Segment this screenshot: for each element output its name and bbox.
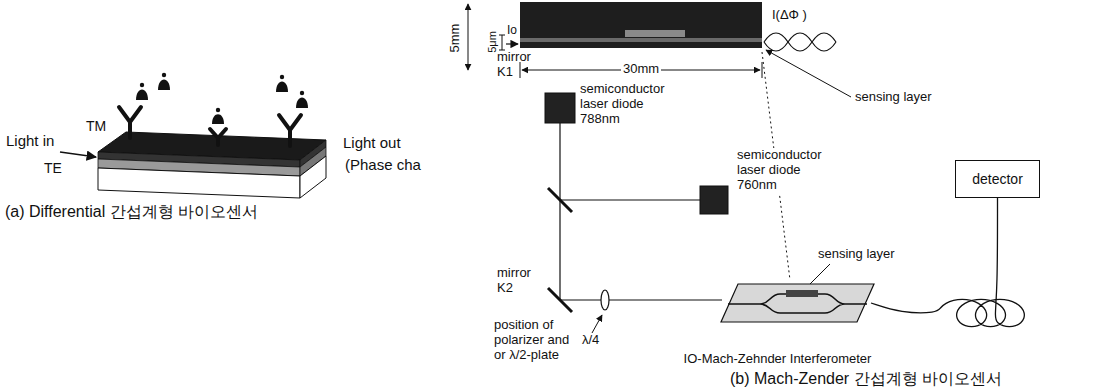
output-wave — [764, 33, 836, 51]
label: TE — [44, 160, 62, 176]
lens — [601, 290, 609, 310]
dimension-line — [468, 4, 469, 70]
antibody — [210, 129, 226, 145]
leader-line — [592, 315, 602, 333]
optical-fiber — [871, 198, 1024, 327]
antigen — [296, 98, 308, 109]
device-label: IO-Mach-Zehnder Interferometer — [684, 351, 872, 366]
input-light-arrow — [506, 43, 518, 44]
box-label: detector — [972, 171, 1023, 187]
antigen — [140, 83, 144, 87]
substrate-side — [300, 156, 326, 198]
label: position of polarizer and or λ/2-plate — [494, 318, 578, 363]
antigen — [300, 91, 304, 95]
antibody — [279, 115, 301, 146]
label: I(ΔΦ ) — [772, 8, 807, 23]
label: Light in — [6, 132, 54, 149]
label: sensing layer — [855, 90, 932, 105]
label: (Phase cha — [345, 156, 421, 173]
output-wave — [764, 33, 836, 51]
label: 5μm — [486, 31, 499, 53]
sensing-layer — [786, 290, 818, 297]
beam — [560, 199, 700, 200]
detector-box: detector — [955, 160, 1040, 198]
leader-line — [766, 50, 851, 97]
antigen — [162, 73, 166, 77]
label: semiconductor laser diode 788nm — [580, 82, 680, 127]
label: 30mm — [621, 62, 661, 77]
laser-diode — [700, 186, 728, 214]
chip-outline — [720, 283, 875, 323]
chip-substrate — [721, 284, 874, 322]
beam — [560, 299, 722, 300]
dimension-tick — [499, 35, 505, 36]
antigen — [216, 108, 220, 112]
sensor-chip — [520, 2, 762, 48]
mirror — [548, 188, 572, 212]
interferometer-chip: IO-Mach-Zehnder Interferometer — [720, 283, 875, 323]
label: λ/4 — [582, 333, 599, 348]
antibodies — [119, 107, 301, 146]
label: Io — [507, 24, 517, 38]
antibody — [119, 107, 141, 138]
label: mirror K2 — [497, 266, 547, 296]
dimension-tick — [762, 62, 763, 78]
antigen — [276, 82, 288, 93]
label: TM — [86, 118, 106, 134]
label: mirror K1 — [497, 50, 547, 80]
chip-sensing-window — [625, 30, 685, 37]
caption: (b) Mach-Zender 간섭계형 바이오센서 — [730, 370, 1002, 388]
antigen — [280, 75, 284, 79]
label: 5mm — [448, 24, 463, 53]
dimension-line — [502, 35, 503, 50]
light-in-arrow — [60, 152, 96, 157]
substrate — [98, 168, 300, 198]
chip-waveguide — [520, 38, 762, 42]
mirror — [548, 288, 572, 312]
dimension-tick — [520, 62, 521, 78]
laser-diode — [545, 93, 575, 123]
label: Light out — [343, 134, 401, 151]
antigen — [136, 90, 148, 101]
antigen — [158, 80, 170, 91]
label: semiconductor laser diode 760nm — [735, 148, 839, 193]
antigen — [212, 114, 224, 124]
caption: (a) Differential 간섭계형 바이오센서 — [5, 203, 258, 221]
label: sensing layer — [818, 247, 895, 262]
beam — [559, 123, 560, 300]
antigens — [136, 73, 308, 124]
